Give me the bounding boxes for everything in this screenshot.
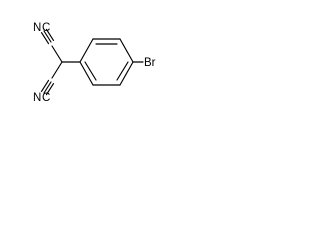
atom-label-nitrogen-top: N	[33, 22, 41, 34]
atom-label-nitrogen-bottom: N	[33, 92, 41, 104]
ch-cn-bond-bottom	[51, 61, 63, 79]
ring-bond	[119, 61, 134, 86]
atom-label-carbon-top: C	[42, 22, 50, 34]
ch-cn-bond-top	[51, 45, 63, 63]
atom-label-bromine: Br	[144, 57, 156, 69]
ring-double-bond-inner	[116, 61, 129, 81]
benzene-ring	[79, 38, 134, 86]
atom-label-carbon-bottom: C	[42, 92, 50, 104]
ring-bond	[79, 38, 94, 63]
ring-double-bond-inner	[84, 61, 97, 81]
ring-bond	[79, 61, 94, 86]
nitrile-triple-bond-bottom	[40, 79, 55, 96]
structure-diagram: N C N C Br	[33, 22, 156, 104]
ring-bond	[119, 38, 134, 63]
nitrile-triple-bond-top	[40, 28, 55, 45]
